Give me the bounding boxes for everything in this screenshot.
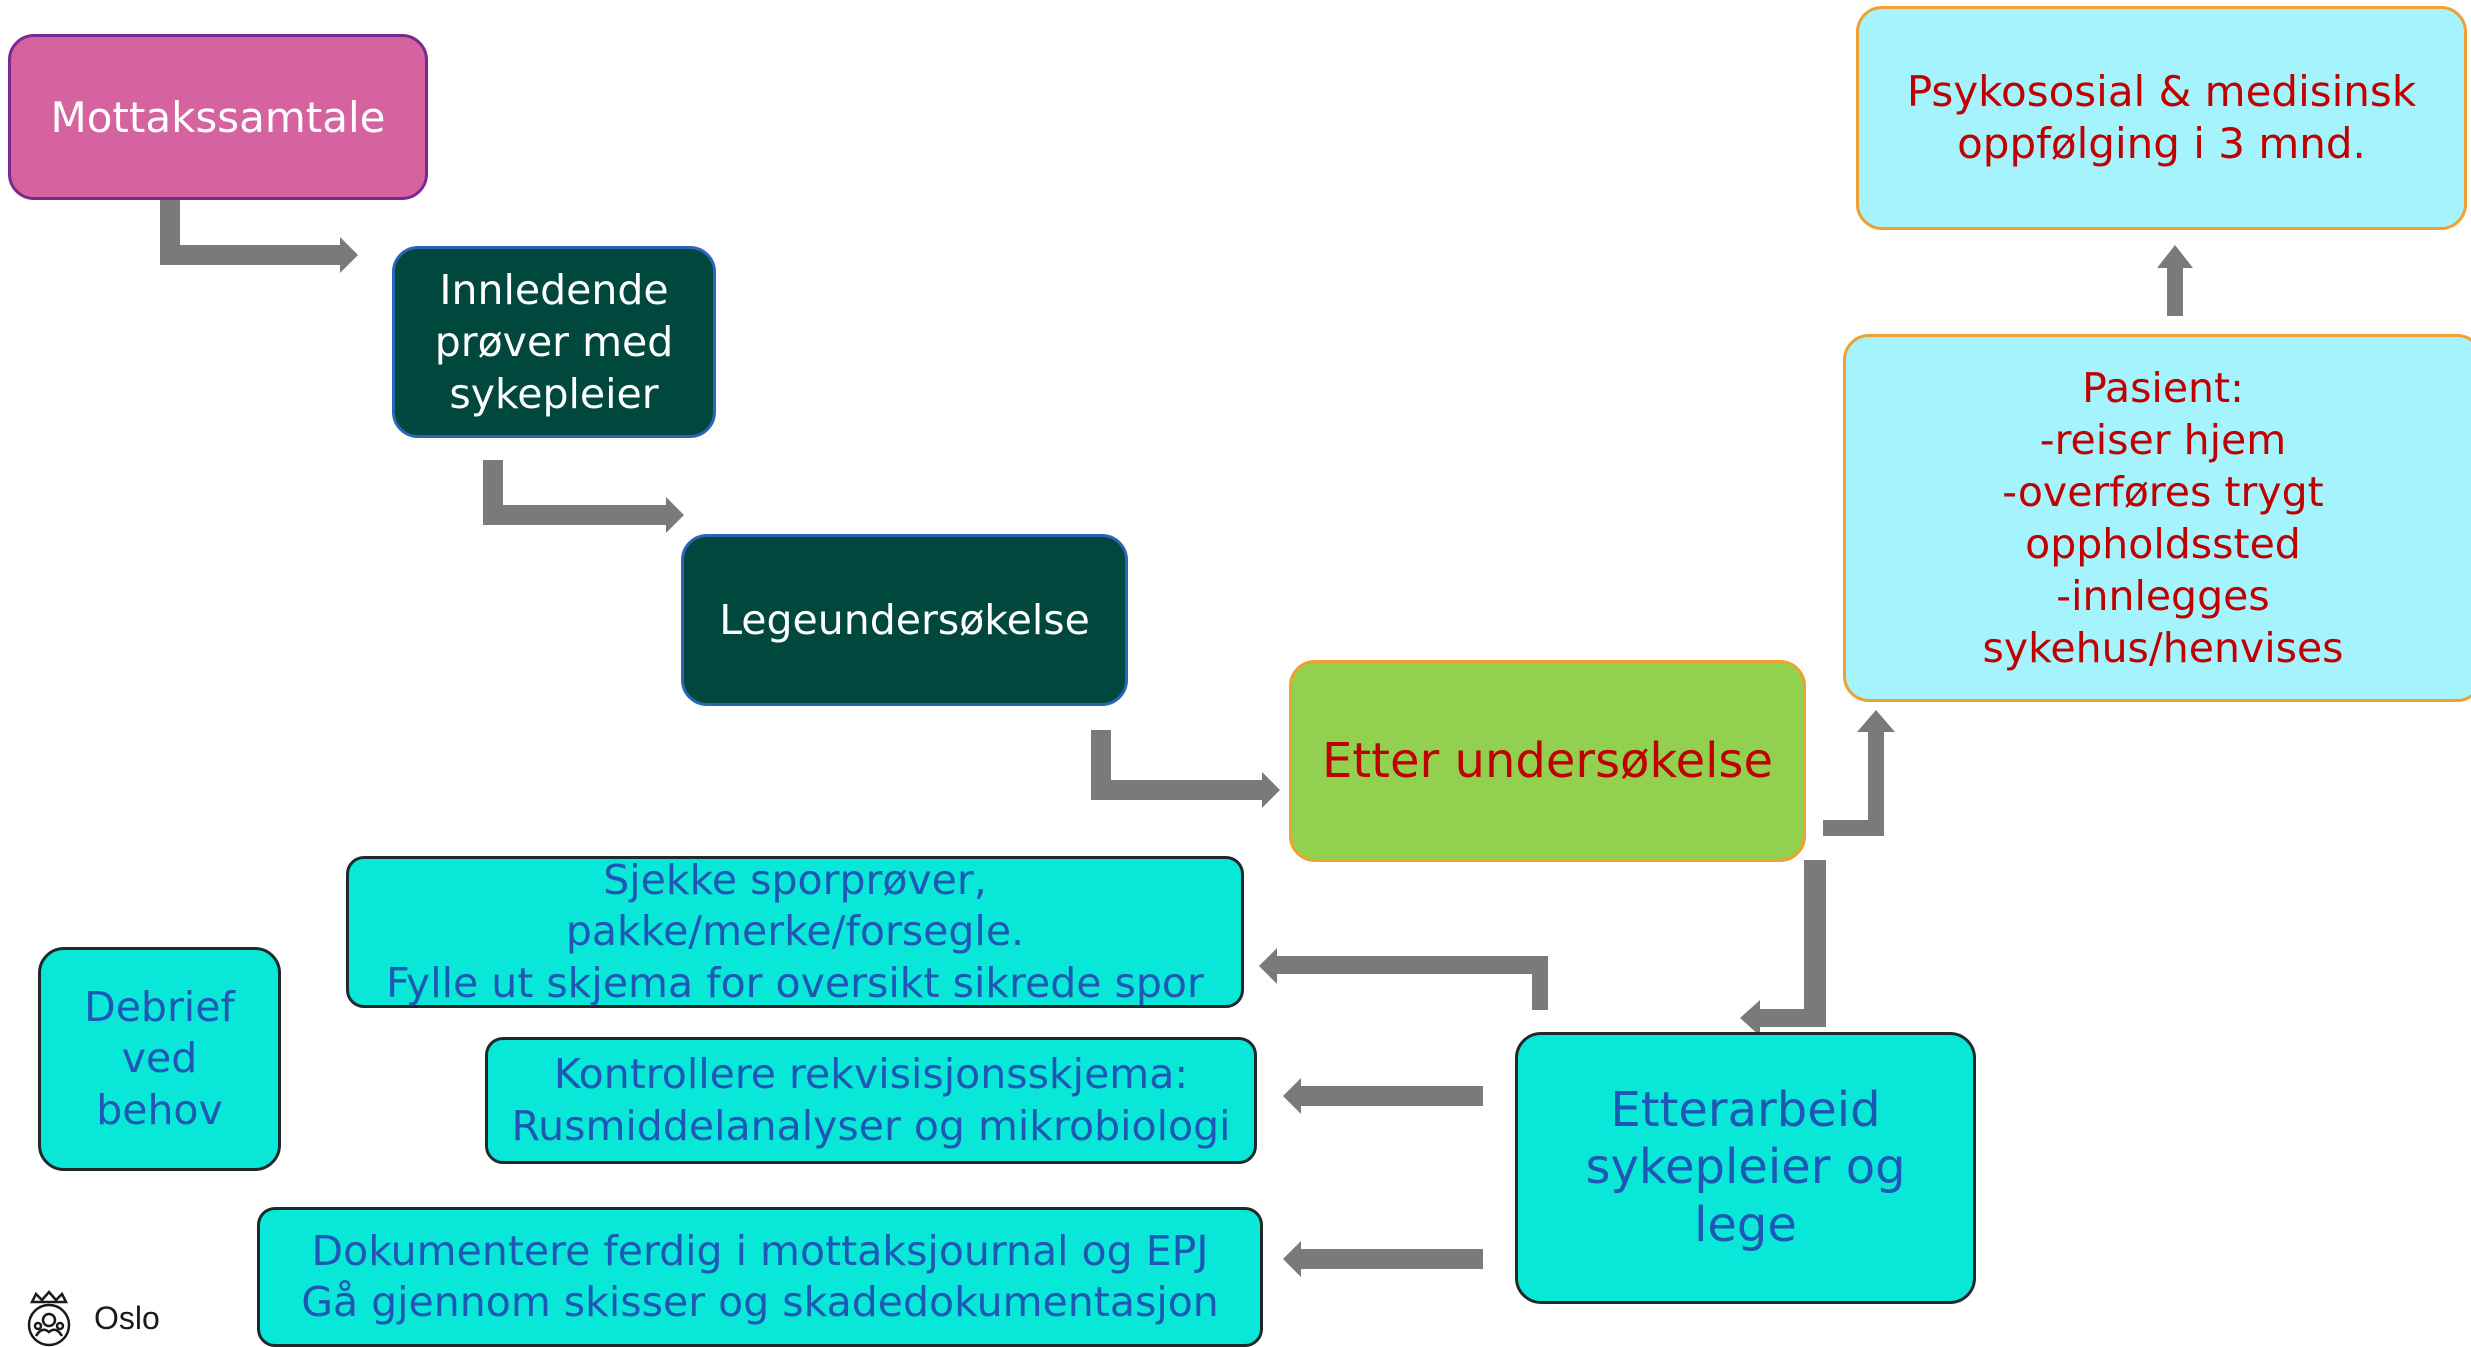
arrow-etterarbeid-to-sjekke — [1259, 948, 1548, 1010]
etter-undersokelse-label: Etter undersøkelse — [1322, 733, 1773, 789]
box-legeundersokelse: Legeundersøkelse — [681, 534, 1128, 706]
box-etterarbeid: Etterarbeid sykepleier og lege — [1515, 1032, 1976, 1304]
sjekke-label: Sjekke sporprøver, pakke/merke/forsegle.… — [386, 855, 1204, 1007]
oslo-logo-text: Oslo — [94, 1300, 160, 1336]
psykososial-label: Psykososial & medisinsk oppfølging i 3 m… — [1906, 66, 2417, 169]
mottakssamtale-label: Mottakssamtale — [50, 92, 386, 142]
arrow-pasient-to-psykososial — [2157, 245, 2193, 316]
dokumentere-label: Dokumentere ferdig i mottaksjournal og E… — [301, 1226, 1219, 1326]
arrow-etter-to-etterarbeid — [1740, 860, 1826, 1036]
box-sjekke-sporprover: Sjekke sporprøver, pakke/merke/forsegle.… — [346, 856, 1244, 1008]
etterarbeid-label: Etterarbeid sykepleier og lege — [1585, 1081, 1906, 1253]
debrief-label: Debrief ved behov — [84, 983, 235, 1134]
arrow-innledende-to-lege — [483, 460, 684, 533]
oslo-city-seal-icon — [27, 1290, 71, 1347]
box-mottakssamtale: Mottakssamtale — [8, 34, 428, 200]
box-psykososial-oppfolging: Psykososial & medisinsk oppfølging i 3 m… — [1856, 6, 2467, 230]
oslo-logo: Oslo — [18, 1290, 160, 1347]
arrow-etterarbeid-to-dokumentere — [1283, 1241, 1483, 1277]
box-kontrollere-rekvisisjon: Kontrollere rekvisisjonsskjema: Rusmidde… — [485, 1037, 1257, 1164]
arrow-lege-to-etter — [1091, 730, 1280, 808]
legeundersokelse-label: Legeundersøkelse — [719, 596, 1090, 644]
arrow-etterarbeid-to-kontrollere — [1283, 1078, 1483, 1114]
box-pasient: Pasient: -reiser hjem -overføres trygt o… — [1843, 334, 2471, 702]
arrow-etter-to-pasient — [1823, 710, 1895, 836]
arrow-mottak-to-innledende — [160, 200, 358, 273]
pasient-label: Pasient: -reiser hjem -overføres trygt o… — [1982, 363, 2344, 673]
box-etter-undersokelse: Etter undersøkelse — [1289, 660, 1806, 862]
kontrollere-label: Kontrollere rekvisisjonsskjema: Rusmidde… — [511, 1050, 1231, 1150]
box-debrief: Debrief ved behov — [38, 947, 281, 1171]
box-innledende-prover: Innledende prøver med sykepleier — [392, 246, 716, 438]
box-dokumentere: Dokumentere ferdig i mottaksjournal og E… — [257, 1207, 1263, 1347]
innledende-label: Innledende prøver med sykepleier — [434, 265, 674, 419]
